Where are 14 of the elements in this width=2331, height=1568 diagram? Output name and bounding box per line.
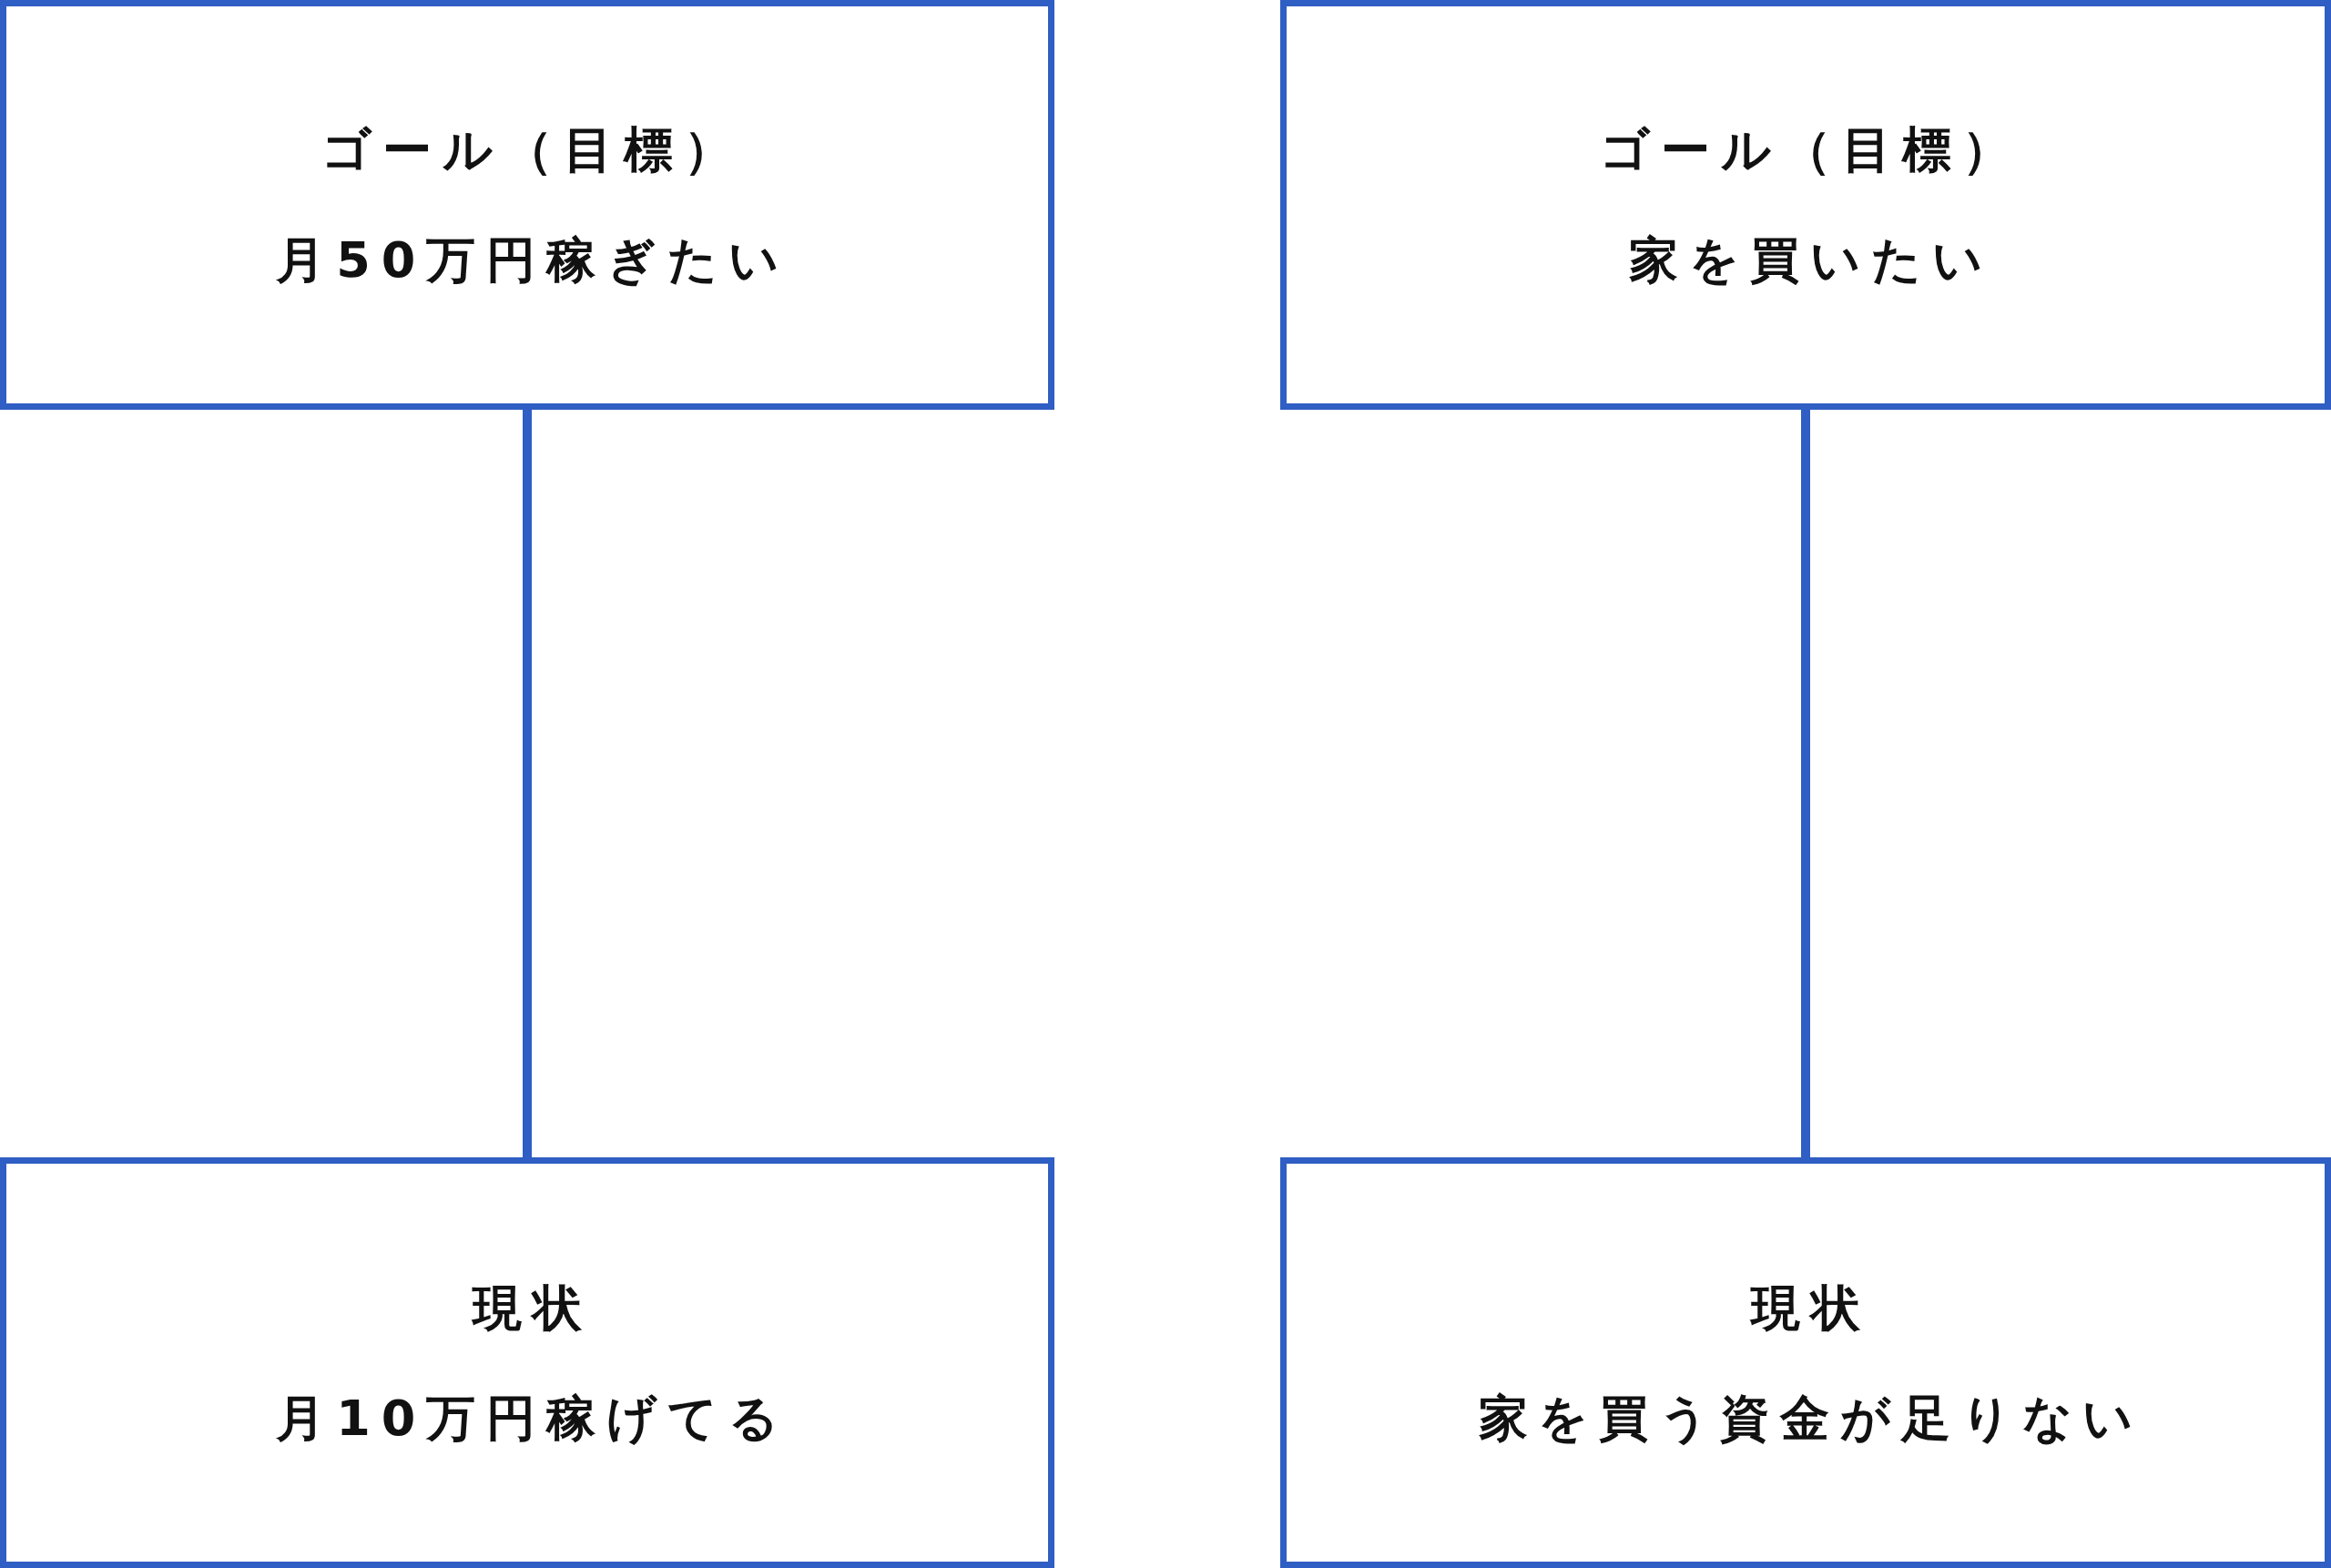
body-text: 家を買う資金が足りない — [1478, 1388, 2144, 1449]
body-text: 月50万円稼ぎたい — [276, 230, 789, 290]
connector-line — [1801, 410, 1810, 1157]
connector-line — [523, 410, 532, 1157]
heading-text: ゴール（目標） — [321, 120, 744, 180]
body-text: 家を買いたい — [1629, 230, 1993, 290]
heading-text: 現状 — [1751, 1278, 1871, 1339]
heading-text: ゴール（目標） — [1600, 120, 2022, 180]
heading-text: 現状 — [473, 1278, 593, 1339]
labeled-box — [1280, 0, 2331, 410]
labeled-box — [0, 0, 1054, 410]
body-text: 月10万円稼げてる — [276, 1388, 789, 1449]
labeled-box — [1280, 1157, 2331, 1568]
labeled-box — [0, 1157, 1054, 1568]
